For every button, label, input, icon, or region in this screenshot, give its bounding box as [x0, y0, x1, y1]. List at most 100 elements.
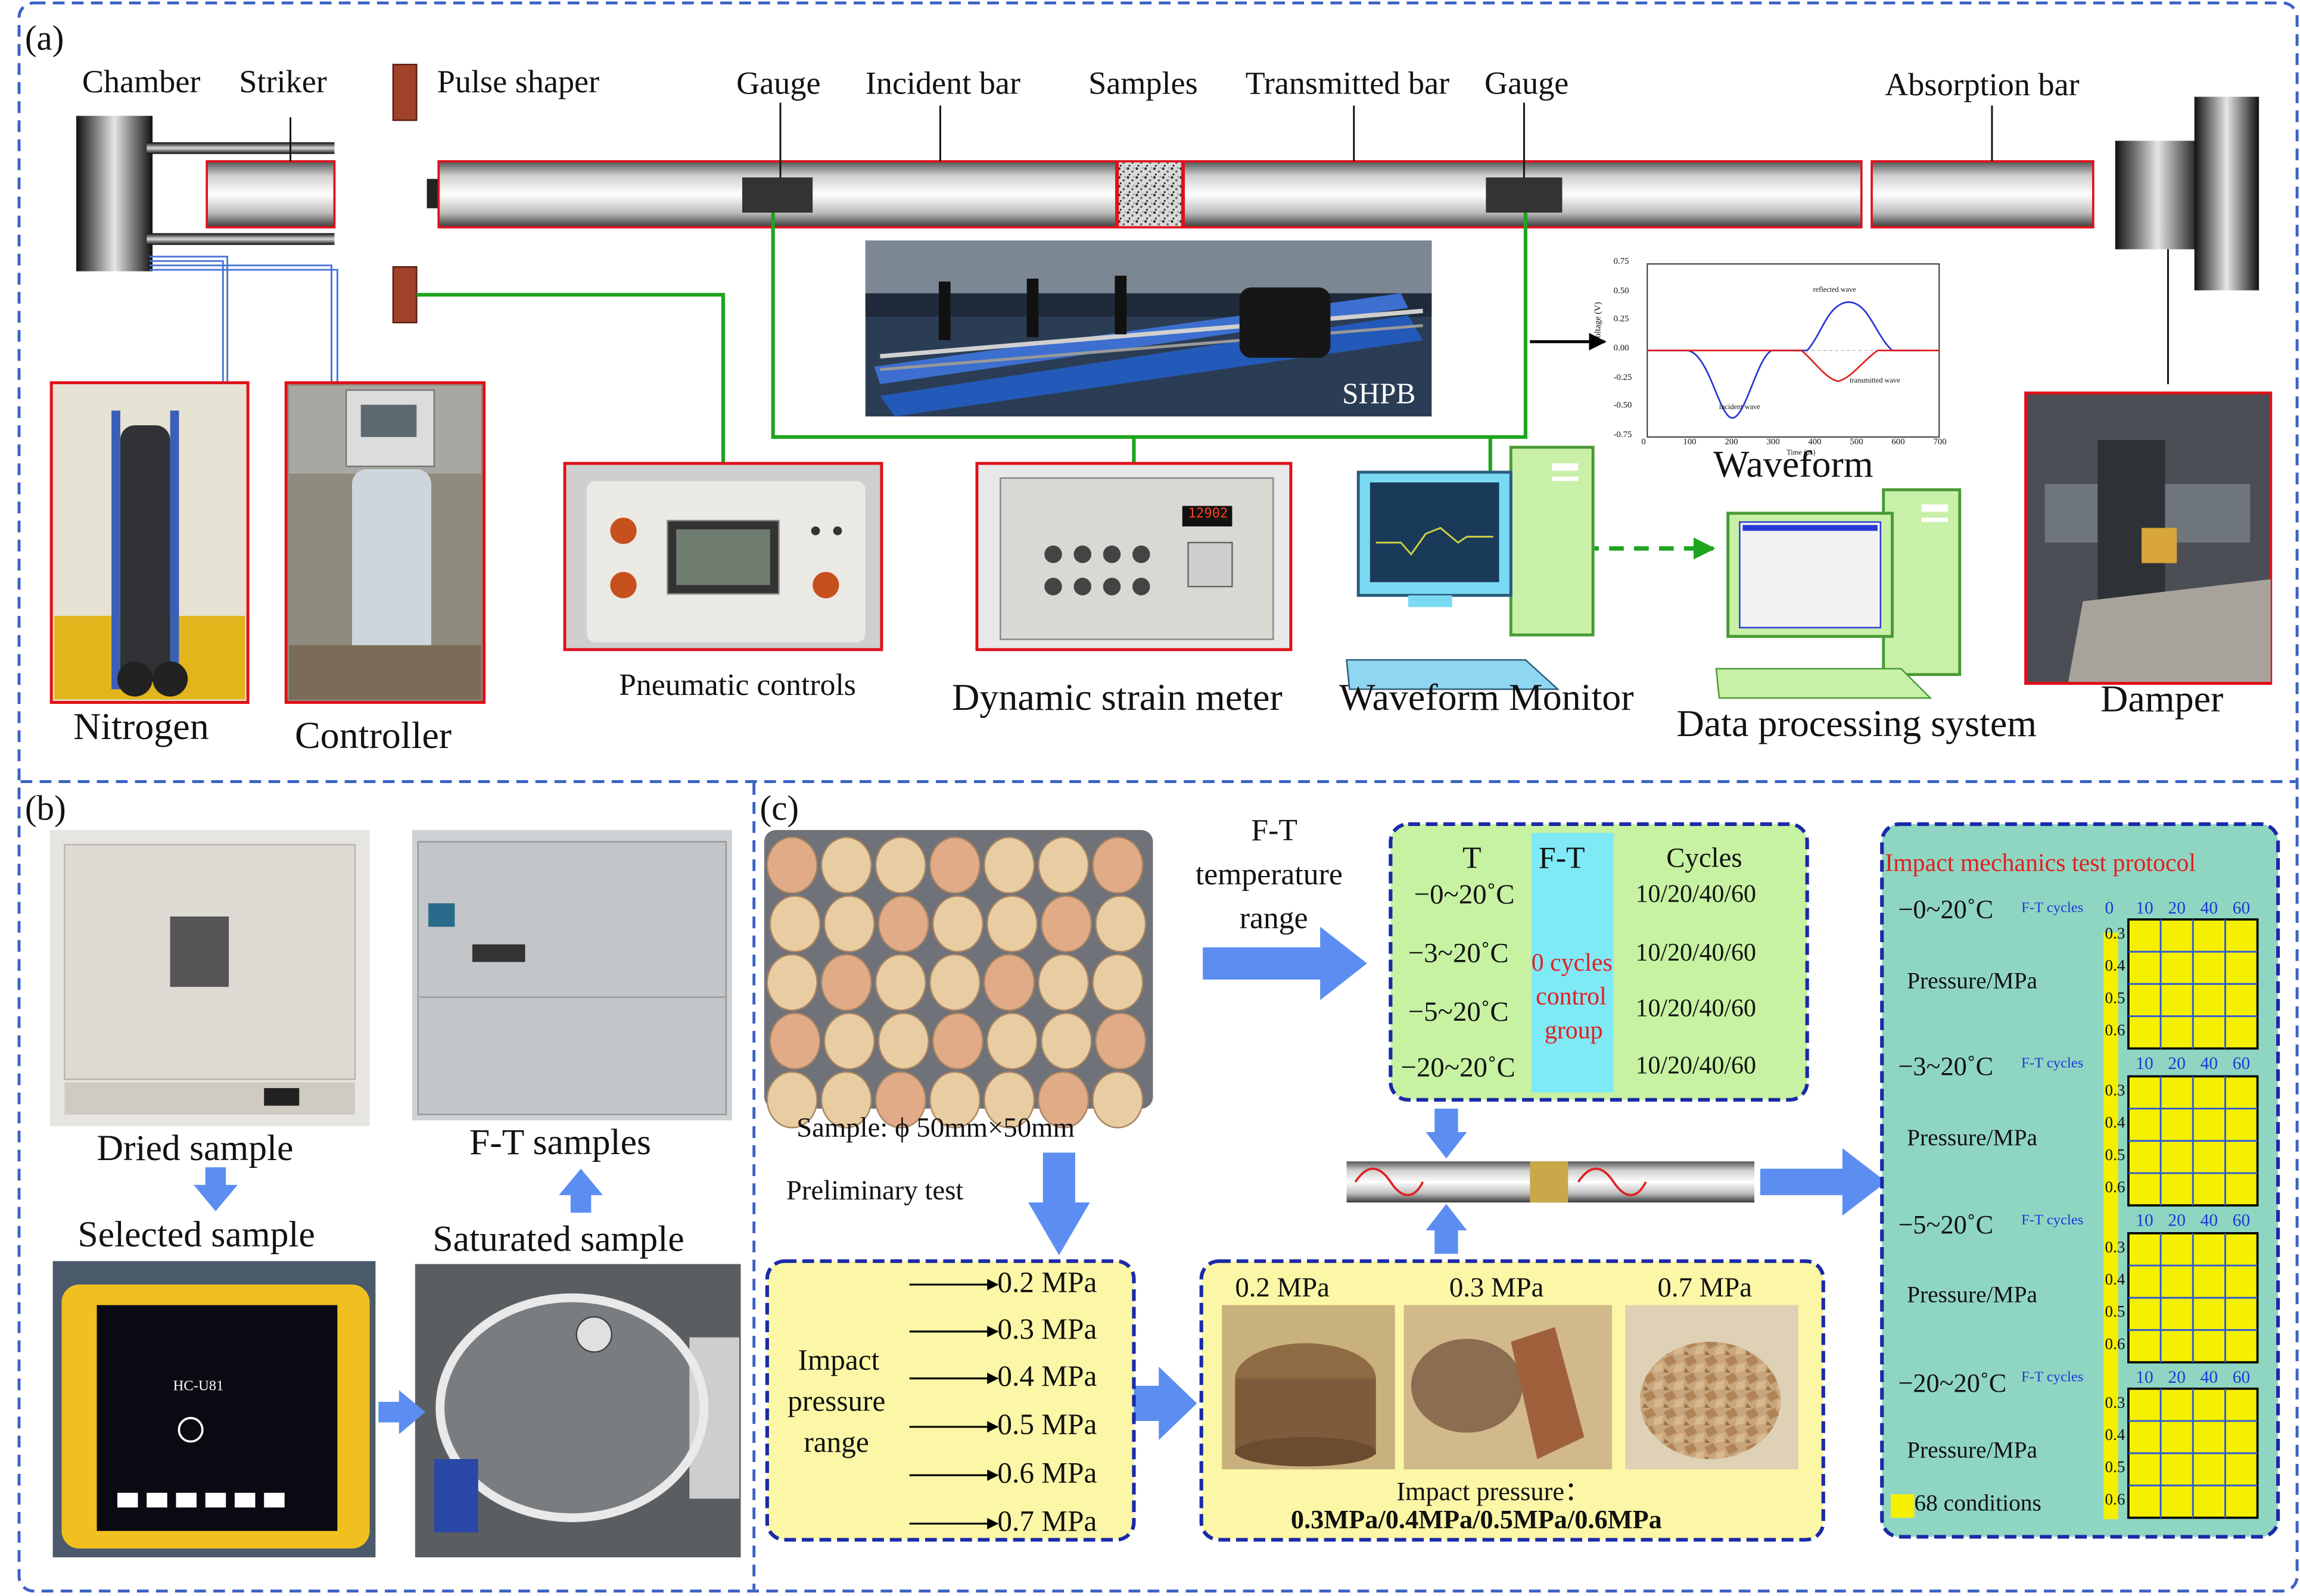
nitrogen-photo — [49, 381, 250, 704]
conditions-label: 68 conditions — [1914, 1491, 2041, 1517]
protocol-box — [1880, 822, 2280, 1539]
protocol-group-label: −5~20˚C — [1898, 1210, 1994, 1239]
gauge-left-label: Gauge — [736, 64, 821, 101]
freeze-thaw-chamber-photo — [412, 830, 732, 1121]
protocol-pressure-value: 0.5 — [2105, 990, 2125, 1008]
waveform-x-tick: 0 — [1641, 438, 1646, 448]
arrow-preliminary — [1028, 1152, 1090, 1255]
sample-core — [932, 895, 984, 953]
impact-range-line-2: pressure — [788, 1385, 886, 1419]
ft-range-line-1: F-T — [1251, 812, 1297, 848]
sample-core — [1092, 1071, 1144, 1129]
waveform-legend-transmitted: transmitted wave — [1850, 378, 1900, 386]
sample-core — [766, 1071, 818, 1129]
damper-block — [2115, 141, 2201, 250]
transmitted-bar-label: Transmitted bar — [1245, 64, 1450, 101]
protocol-pressure-value: 0.6 — [2105, 1022, 2125, 1040]
waveform-xlabel: Time (μs) — [1787, 450, 1816, 458]
pneumatic-photo — [563, 462, 883, 652]
absorption-bar — [1870, 160, 2094, 229]
incident-bar-label: Incident bar — [865, 64, 1021, 101]
dried-sample-label: Dried sample — [97, 1129, 294, 1169]
protocol-pressure-label: Pressure/MPa — [1907, 1126, 2038, 1151]
impact-value: 0.6 MPa — [997, 1457, 1097, 1490]
protocol-pressure-value: 0.6 — [2105, 1491, 2125, 1509]
impact-value: 0.7 MPa — [997, 1505, 1097, 1539]
sample-core — [766, 836, 818, 894]
sample-core — [877, 895, 929, 953]
impact-range-arrows — [909, 1279, 999, 1530]
protocol-cycle-value: 10 — [2136, 1210, 2153, 1230]
waveform-y-tick: -0.25 — [1613, 373, 1632, 382]
data-processing-icon — [1715, 488, 1962, 699]
waveform-chart — [1647, 263, 1940, 438]
impact-range-line-3: range — [804, 1426, 869, 1460]
waveform-monitor-icon — [1346, 445, 1595, 690]
strain-meter-label: Dynamic strain meter — [952, 676, 1283, 719]
shpb-schematic-bar — [1346, 1161, 1755, 1203]
impact-value: 0.4 MPa — [997, 1361, 1097, 1394]
sample-core — [932, 1012, 984, 1070]
table-col-cycles: Cycles — [1666, 843, 1742, 874]
sample-caption: Sample: ϕ 50mm×50mm — [796, 1112, 1075, 1144]
striker-bar — [206, 160, 336, 229]
sample-core — [874, 1071, 927, 1129]
table-col-ft: F-T — [1539, 840, 1585, 876]
table-row-t: −0~20˚C — [1414, 880, 1515, 911]
protocol-group-label: −20~20˚C — [1898, 1368, 2007, 1398]
sample-cores — [766, 836, 1147, 1129]
protocol-cycle-value: 20 — [2168, 1366, 2186, 1388]
device-model-label: HC-U81 — [173, 1378, 224, 1395]
sample-core — [769, 1012, 821, 1070]
ultrasonic-tester-photo — [52, 1261, 376, 1558]
arrow-saturated-to-ft — [559, 1168, 603, 1213]
protocol-cycles-zero: 0 — [2105, 897, 2114, 918]
waveform-red-series — [1647, 350, 1940, 382]
table-row-t: −20~20˚C — [1400, 1053, 1515, 1084]
protocol-pressure-value: 0.5 — [2105, 1304, 2125, 1321]
arrow-temperature — [1203, 927, 1367, 1000]
strain-meter-display: 12902 — [1188, 507, 1228, 522]
protocol-pressure-value: 0.4 — [2105, 1426, 2125, 1445]
waveform-y-tick: -0.75 — [1613, 431, 1632, 440]
waveform-x-tick: 500 — [1850, 438, 1863, 448]
vacuum-saturation-photo — [415, 1264, 741, 1558]
table-row-cycles: 10/20/40/60 — [1635, 994, 1756, 1023]
protocol-cycle-value: 60 — [2232, 1053, 2251, 1074]
protocol-cycle-value: 20 — [2168, 897, 2186, 918]
arrow-bar-to-protocol — [1760, 1148, 1887, 1216]
controller-label: Controller — [294, 714, 452, 757]
damper-plate — [2194, 96, 2259, 291]
table-row-cycles: 10/20/40/60 — [1635, 1051, 1756, 1080]
protocol-pressure-value: 0.4 — [2105, 957, 2125, 975]
impact-range-box — [765, 1259, 1136, 1542]
sample-core — [874, 836, 927, 894]
sample-core — [1041, 1012, 1093, 1070]
pneumatic-label: Pneumatic controls — [619, 667, 856, 703]
damper-photo — [2024, 391, 2273, 685]
gas-line-1 — [150, 255, 229, 382]
waveform-y-tick: -0.50 — [1613, 402, 1632, 412]
control-group-line-2: control — [1536, 982, 1607, 1011]
chamber-block — [76, 116, 153, 272]
panel-c-arrows — [1028, 927, 1887, 1441]
sample-core — [874, 953, 927, 1011]
data-processing-label: Data processing system — [1676, 702, 2037, 745]
outer-border — [17, 1, 2299, 1593]
waveform-legend-reflected: reflected wave — [1813, 287, 1856, 295]
waveform-y-tick: 0.75 — [1613, 258, 1629, 267]
protocol-cycles-label: F-T cycles — [2021, 900, 2084, 917]
sample-core — [1095, 895, 1147, 953]
result-label-1: 0.2 MPa — [1235, 1273, 1330, 1304]
protocol-pressure-value: 0.6 — [2105, 1336, 2125, 1354]
protocol-cycle-value: 10 — [2136, 1053, 2153, 1074]
control-group-line-1: 0 cycles — [1531, 949, 1613, 977]
shpb-photo — [865, 240, 1432, 417]
ft-samples-label: F-T samples — [469, 1123, 651, 1163]
gauge-right-label: Gauge — [1484, 64, 1569, 101]
wire-pneumatic — [416, 292, 726, 464]
panel-c-tag: (c) — [760, 790, 799, 829]
nitrogen-label: Nitrogen — [73, 705, 209, 748]
